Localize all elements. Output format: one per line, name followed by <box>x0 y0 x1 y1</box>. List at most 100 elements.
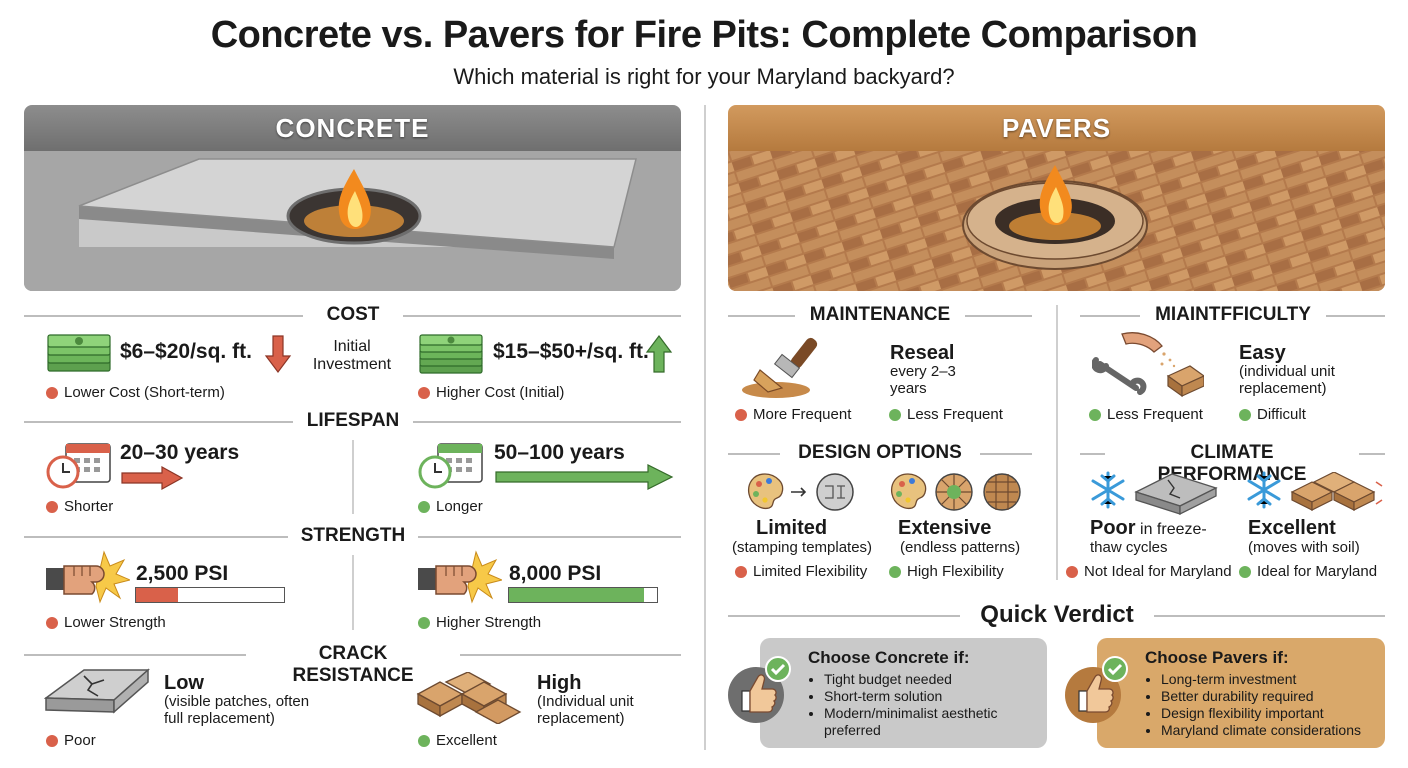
pavers-verdict-item: Long-term investment <box>1161 671 1371 688</box>
concrete-cost-value: $6–$20/sq. ft. <box>120 340 252 363</box>
climate-left-detail: thaw cycles <box>1090 539 1168 556</box>
concrete-crack-detail: (visible patches, often full replacement… <box>164 693 310 727</box>
pavers-cost-note: Higher Cost (Initial) <box>418 384 564 401</box>
negative-dot-icon <box>46 386 58 399</box>
positive-dot-icon <box>1239 565 1251 578</box>
concrete-crack-value: Low <box>164 672 204 694</box>
negative-dot-icon <box>46 500 58 513</box>
negative-dot-icon <box>735 565 747 578</box>
snowflake-icon <box>1088 470 1128 515</box>
concrete-fire-pit-image <box>24 151 681 291</box>
pavers-lifespan-value: 50–100 years <box>494 441 625 464</box>
negative-dot-icon <box>418 386 430 399</box>
page-title: Concrete vs. Pavers for Fire Pits: Compl… <box>210 14 1198 56</box>
thumbs-up-concrete-icon <box>726 655 796 730</box>
concrete-verdict-item: Modern/minimalist aesthetic preferred <box>824 705 1033 739</box>
design-note-left: Limited Flexibility <box>735 563 867 580</box>
money-stack-icon <box>44 333 114 380</box>
climate-right-value: Excellent <box>1248 517 1336 539</box>
cost-down-arrow-icon <box>264 334 292 379</box>
difficulty-note-left: Less Frequent <box>1089 406 1203 423</box>
paint-brush-icon <box>740 330 840 407</box>
concrete-verdict-title: Choose Concrete if: <box>808 648 970 667</box>
positive-dot-icon <box>1089 408 1101 421</box>
pavers-strength-bar <box>508 587 658 603</box>
design-left-value: Limited <box>756 517 828 539</box>
fist-impact-icon-pavers <box>416 550 504 609</box>
short-arrow-icon <box>120 465 184 496</box>
positive-dot-icon <box>418 500 430 513</box>
pavers-verdict-item: Maryland climate considerations <box>1161 722 1371 739</box>
cost-center-label: Initial Investment <box>312 338 392 373</box>
cracked-block-icon <box>1134 470 1218 521</box>
negative-dot-icon <box>46 616 58 629</box>
palette-to-template-icon <box>745 472 857 517</box>
concrete-cost-note: Lower Cost (Short-term) <box>46 384 225 401</box>
page-subtitle: Which material is right for your Marylan… <box>453 64 955 89</box>
paver-blocks-icon <box>416 671 524 729</box>
difficulty-note-right: Difficult <box>1239 406 1306 423</box>
thumbs-up-pavers-icon <box>1063 655 1133 730</box>
pavers-crack-value: High <box>537 672 582 694</box>
climate-left-value-line: Poor in freeze- <box>1090 517 1207 539</box>
negative-dot-icon <box>1066 565 1078 578</box>
concrete-strength-value: 2,500 PSI <box>136 562 229 585</box>
design-heading: DESIGN OPTIONS <box>780 442 980 464</box>
lifespan-heading: LIFESPAN <box>293 410 413 432</box>
difficulty-value: Easy <box>1239 342 1286 364</box>
pavers-lifespan-note: Longer <box>418 498 483 515</box>
positive-dot-icon <box>1239 408 1251 421</box>
money-stack-large-icon <box>416 333 486 380</box>
design-right-detail: (endless patterns) <box>900 539 1021 556</box>
concrete-strength-bar-fill <box>136 588 179 602</box>
pavers-verdict-item: Design flexibility important <box>1161 705 1371 722</box>
long-arrow-icon <box>494 463 674 496</box>
clock-calendar-icon-pavers <box>416 440 486 495</box>
positive-dot-icon <box>418 734 430 747</box>
pavers-fire-pit-image <box>728 151 1385 291</box>
pavers-verdict-card: Choose Pavers if: Long-term investment B… <box>1097 638 1385 748</box>
pavers-crack-detail: (Individual unit replacement) <box>537 693 634 727</box>
fist-impact-icon <box>44 550 132 609</box>
flexible-pavers-icon <box>1288 471 1384 521</box>
maintenance-detail: every 2–3 years <box>890 363 956 397</box>
negative-dot-icon <box>735 408 747 421</box>
right-center-divider <box>1056 305 1058 580</box>
pavers-crack-note: Excellent <box>418 732 497 749</box>
concrete-verdict-item: Tight budget needed <box>824 671 1033 688</box>
patterns-palette-icon <box>888 472 1024 517</box>
positive-dot-icon <box>418 616 430 629</box>
difficulty-heading: MIAINTFFICULTY <box>1140 304 1326 326</box>
snowflake-icon-pavers <box>1244 470 1284 515</box>
cracked-slab-icon <box>43 668 150 727</box>
climate-note-right: Ideal for Maryland <box>1239 563 1377 580</box>
cost-heading: COST <box>303 304 403 326</box>
maintenance-note-right: Less Frequent <box>889 406 1003 423</box>
pavers-verdict-item: Better durability required <box>1161 688 1371 705</box>
climate-right-detail: (moves with soil) <box>1248 539 1360 556</box>
difficulty-detail: (individual unit replacement) <box>1239 363 1335 397</box>
concrete-strength-note: Lower Strength <box>46 614 166 631</box>
strength-divider <box>352 555 354 630</box>
pavers-strength-value: 8,000 PSI <box>509 562 602 585</box>
strength-heading: STRENGTH <box>288 525 418 547</box>
climate-note-left: Not Ideal for Maryland <box>1066 563 1232 580</box>
positive-dot-icon <box>889 565 901 578</box>
positive-dot-icon <box>889 408 901 421</box>
pavers-verdict-title: Choose Pavers if: <box>1145 648 1289 667</box>
concrete-crack-note: Poor <box>46 732 96 749</box>
climate-heading: CLIMATE PERFORMANCE <box>1105 442 1359 486</box>
concrete-strength-bar <box>135 587 285 603</box>
maintenance-value: Reseal <box>890 342 955 364</box>
design-note-right: High Flexibility <box>889 563 1004 580</box>
pavers-strength-bar-fill <box>509 588 644 602</box>
concrete-banner: CONCRETE <box>24 105 681 151</box>
verdict-heading: Quick Verdict <box>960 601 1154 629</box>
pavers-cost-value: $15–$50+/sq. ft. <box>493 340 649 363</box>
cost-up-arrow-icon <box>645 334 673 379</box>
crack-heading: CRACK RESISTANCE <box>246 643 460 687</box>
concrete-lifespan-value: 20–30 years <box>120 441 240 464</box>
pavers-strength-note: Higher Strength <box>418 614 541 631</box>
negative-dot-icon <box>46 734 58 747</box>
maintenance-note-left: More Frequent <box>735 406 851 423</box>
